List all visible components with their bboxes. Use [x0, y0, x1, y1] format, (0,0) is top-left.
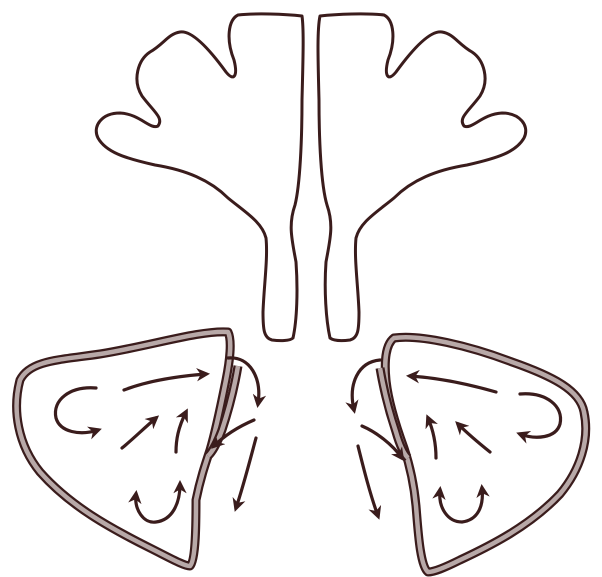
flow-arrow-down-right	[358, 446, 378, 516]
flow-arrow-loop-left	[55, 388, 98, 433]
lower-right-chamber-wall	[385, 337, 585, 572]
upper-left-lobed-shape	[96, 14, 303, 341]
flow-arrow-up	[176, 412, 186, 452]
flow-arrow-top-right	[124, 374, 206, 390]
upper-left-lobed-outline	[96, 14, 303, 341]
flow-arrow-curve-down-left	[352, 360, 380, 410]
flow-arrow-top-left	[410, 376, 496, 392]
flow-arrow-cup-right	[440, 488, 483, 522]
upper-right-lobed-shape	[318, 14, 526, 341]
flow-arrow-loop-right	[520, 394, 561, 437]
lower-right-chamber-with-flow-arrows	[352, 337, 585, 572]
flow-arrow-cup	[136, 484, 180, 522]
upper-right-lobed-outline	[318, 14, 526, 341]
lower-left-chamber-with-flow-arrows	[17, 332, 259, 566]
flow-arrow-diagonal-right	[458, 424, 490, 452]
flow-arrow-diagonal	[122, 418, 156, 448]
flow-arrow-down	[236, 438, 256, 508]
flow-arrow-up-right	[428, 418, 436, 458]
